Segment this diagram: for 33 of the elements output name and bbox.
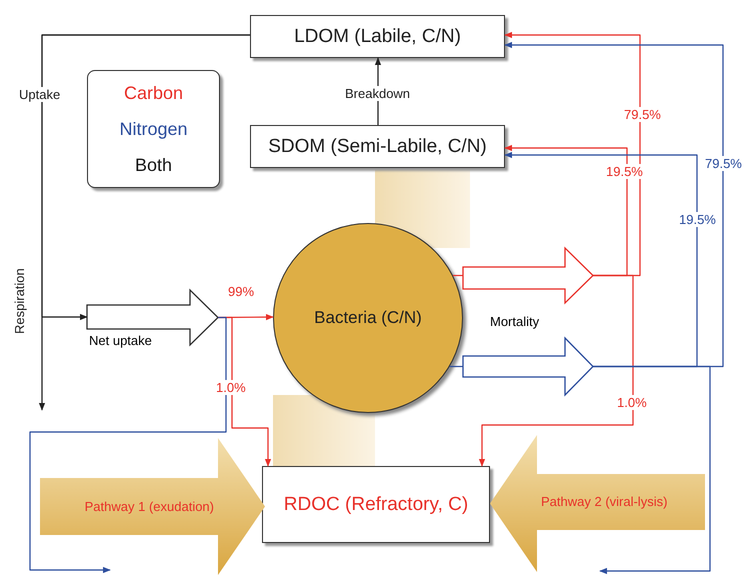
edge-label: 19.5% bbox=[605, 164, 644, 179]
arrow bbox=[38, 34, 250, 411]
edge-label: 1.0% bbox=[215, 380, 247, 395]
annotation-text: Mortality bbox=[489, 314, 540, 329]
arrow bbox=[504, 32, 641, 276]
legend-text: Both bbox=[134, 154, 172, 177]
edge-label: 99% bbox=[227, 284, 256, 299]
arrow bbox=[593, 366, 711, 574]
arrow bbox=[29, 316, 227, 574]
edge-label: 79.5% bbox=[704, 156, 743, 171]
connector-line bbox=[450, 366, 463, 368]
arrow bbox=[478, 274, 634, 467]
edge-label: 1.0% bbox=[616, 395, 648, 410]
edge-label: 19.5% bbox=[678, 212, 717, 227]
bacteria-circle: Bacteria (C/N) bbox=[273, 223, 463, 413]
legend-text: Carbon bbox=[124, 82, 184, 105]
edge-label: Uptake bbox=[18, 87, 62, 102]
pool-box: LDOM (Labile, C/N) bbox=[250, 15, 505, 58]
node-label: Net uptake bbox=[88, 333, 153, 348]
block-arrow-outline bbox=[463, 338, 593, 395]
pathway-arrow: Pathway 1 (exudation) bbox=[40, 438, 265, 575]
pathway-arrow: Pathway 2 (viral-lysis) bbox=[490, 435, 705, 572]
pool-box: RDOC (Refractory, C) bbox=[262, 466, 490, 543]
arrow bbox=[504, 42, 724, 368]
edge-label: Respiration bbox=[12, 267, 27, 335]
pool-box: SDOM (Semi-Labile, C/N) bbox=[250, 125, 505, 168]
arrow bbox=[504, 152, 698, 368]
edge-label: 79.5% bbox=[623, 107, 662, 122]
block-arrow-outline bbox=[463, 248, 593, 303]
connector-line bbox=[452, 274, 463, 276]
arrow bbox=[504, 144, 628, 276]
edge-label: Breakdown bbox=[344, 86, 412, 101]
legend-text: Nitrogen bbox=[119, 118, 188, 141]
